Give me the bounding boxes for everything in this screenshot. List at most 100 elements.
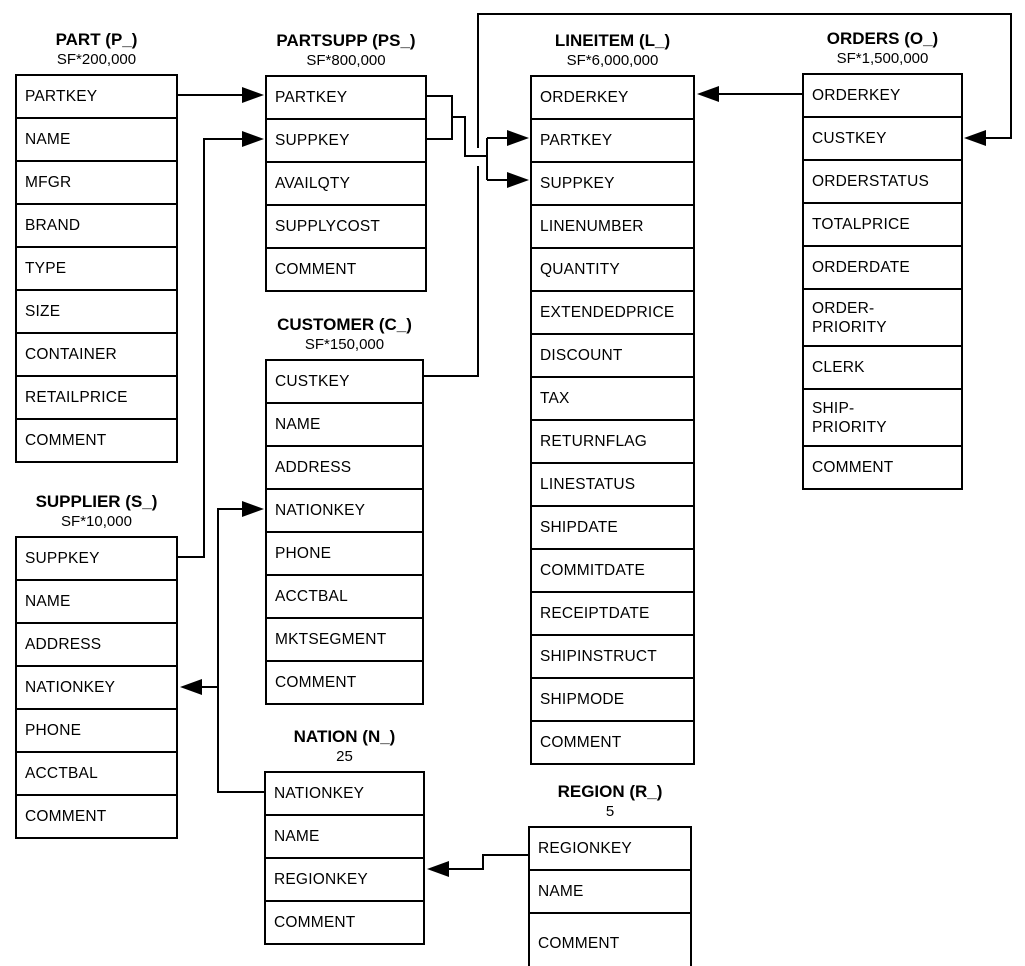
column-row-clerk: CLERK — [804, 347, 961, 390]
column-row-container: CONTAINER — [17, 334, 176, 377]
table-part-title: PART (P_) — [55, 30, 138, 49]
column-row-name: NAME — [267, 404, 422, 447]
column-row-phone: PHONE — [17, 710, 176, 753]
column-row-supplycost: SUPPLYCOST — [267, 206, 425, 249]
connector-partsupp-lineitem-mid — [452, 116, 487, 157]
column-row-phone: PHONE — [267, 533, 422, 576]
table-customer-cardinality: SF*150,000 — [304, 336, 385, 353]
column-row-orderkey: ORDERKEY — [532, 77, 693, 120]
column-row-partkey: PARTKEY — [532, 120, 693, 163]
column-row-nationkey: NATIONKEY — [267, 490, 422, 533]
column-row-mfgr: MFGR — [17, 162, 176, 205]
column-row-totalprice: TOTALPRICE — [804, 204, 961, 247]
column-row-nationkey: NATIONKEY — [266, 773, 423, 816]
connector-region-nation — [449, 854, 528, 870]
table-orders-cardinality: SF*1,500,000 — [836, 50, 929, 67]
arrowhead-lineitem-partkey — [507, 130, 529, 146]
column-row-regionkey: REGIONKEY — [530, 828, 690, 871]
column-row-quantity: QUANTITY — [532, 249, 693, 292]
table-nation-cardinality: 25 — [336, 748, 353, 765]
column-row-suppkey: SUPPKEY — [17, 538, 176, 581]
table-supplier-cardinality: SF*10,000 — [61, 513, 132, 530]
column-row-orderkey: ORDERKEY — [804, 75, 961, 118]
column-row-brand: BRAND — [17, 205, 176, 248]
arrowhead-supplier-nationkey — [180, 679, 202, 695]
column-row-size: SIZE — [17, 291, 176, 334]
column-row-comment: COMMENT — [538, 934, 620, 952]
column-row-shipdate: SHIPDATE — [532, 507, 693, 550]
table-customer-title: CUSTOMER (C_) — [277, 315, 412, 334]
column-row-name: NAME — [17, 119, 176, 162]
column-row-partkey: PARTKEY — [267, 77, 425, 120]
column-row-comment: COMMENT — [25, 808, 107, 825]
column-row-acctbal: ACCTBAL — [17, 753, 176, 796]
arrowhead-orders-custkey — [964, 130, 986, 146]
arrowhead-lineitem-orderkey — [697, 86, 719, 102]
column-row-comment: COMMENT — [275, 674, 357, 691]
column-row-type: TYPE — [17, 248, 176, 291]
column-row-discount: DISCOUNT — [532, 335, 693, 378]
column-row-custkey: CUSTKEY — [804, 118, 961, 161]
arrowhead-customer-nationkey — [242, 501, 264, 517]
column-row-shipmode: SHIPMODE — [532, 679, 693, 722]
connector-nation-customer — [217, 508, 264, 793]
column-row-linenumber: LINENUMBER — [532, 206, 693, 249]
column-row-suppkey: SUPPKEY — [532, 163, 693, 206]
arrowhead-partsupp-suppkey — [242, 131, 264, 147]
column-row-shipinstruct: SHIPINSTRUCT — [532, 636, 693, 679]
column-row-comment: COMMENT — [274, 914, 356, 931]
table-part-cardinality: SF*200,000 — [56, 51, 137, 68]
column-row-receiptdate: RECEIPTDATE — [532, 593, 693, 636]
column-row-address: ADDRESS — [17, 624, 176, 667]
column-row-orderstatus: ORDERSTATUS — [804, 161, 961, 204]
column-row-name: NAME — [17, 581, 176, 624]
table-partsupp-title: PARTSUPP (PS_) — [276, 31, 416, 50]
column-row-suppkey: SUPPKEY — [267, 120, 425, 163]
column-row-partkey: PARTKEY — [17, 76, 176, 119]
table-partsupp-cardinality: SF*800,000 — [306, 52, 386, 69]
table-orders-title: ORDERS (O_) — [826, 29, 939, 48]
column-row-nationkey: NATIONKEY — [17, 667, 176, 710]
arrowhead-lineitem-suppkey — [507, 172, 529, 188]
connector-customer-orders-lower — [424, 166, 479, 377]
table-region-cardinality: 5 — [605, 803, 615, 820]
column-row-commitdate: COMMITDATE — [532, 550, 693, 593]
column-row-availqty: AVAILQTY — [267, 163, 425, 206]
column-row-retailprice: RETAILPRICE — [17, 377, 176, 420]
column-row-address: ADDRESS — [267, 447, 422, 490]
column-row-name: NAME — [530, 871, 690, 914]
connector-supplier-partsupp — [178, 138, 242, 558]
table-region-title: REGION (R_) — [557, 782, 663, 801]
column-row-orderdate: ORDERDATE — [804, 247, 961, 290]
column-row-extendedprice: EXTENDEDPRICE — [532, 292, 693, 335]
connector-partsupp-bracket — [427, 95, 453, 140]
column-row-returnflag: RETURNFLAG — [532, 421, 693, 464]
column-row-regionkey: REGIONKEY — [266, 859, 423, 902]
column-row-linestatus: LINESTATUS — [532, 464, 693, 507]
column-row-mktsegment: MKTSEGMENT — [267, 619, 422, 662]
column-row-tax: TAX — [532, 378, 693, 421]
column-row-order-priority: ORDER- PRIORITY — [804, 290, 961, 347]
column-row-name: NAME — [266, 816, 423, 859]
column-row-comment: COMMENT — [275, 261, 357, 278]
table-supplier-title: SUPPLIER (S_) — [35, 492, 158, 511]
arrowhead-partsupp-partkey — [242, 87, 264, 103]
column-row-ship-priority: SHIP- PRIORITY — [804, 390, 961, 447]
table-lineitem-title: LINEITEM (L_) — [554, 31, 671, 50]
